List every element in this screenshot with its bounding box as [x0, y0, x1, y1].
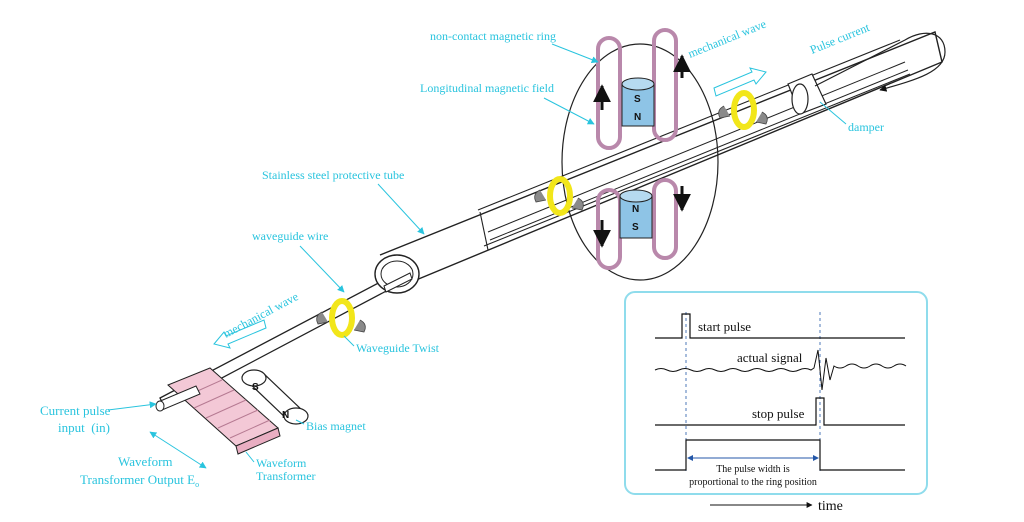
label-wf-transformer-2: Transformer [256, 469, 316, 483]
pole-label: N [282, 410, 289, 421]
inset-frame [624, 291, 928, 495]
stop-pulse-trace [655, 397, 905, 426]
label-waveguide-wire: waveguide wire [252, 229, 328, 243]
inset-width-line2: proportional to the ring position [689, 477, 817, 488]
bias-magnet: S N [241, 369, 309, 425]
twist-ring [329, 298, 355, 338]
inset-start-pulse: start pulse [698, 319, 751, 334]
ring-magnet-lower: N S [619, 189, 653, 239]
label-current-pulse-1: Current pulse [40, 403, 111, 418]
mechanical-wave-arrow-bottom [213, 319, 267, 349]
inset-stop-pulse: stop pulse [752, 406, 805, 421]
time-label: time [818, 499, 843, 514]
output-pulse-trace [655, 439, 905, 471]
actual-signal-trace [654, 349, 907, 391]
label-waveguide-twist: Waveguide Twist [356, 341, 440, 355]
label-longitudinal-field: Longitudinal magnetic field [420, 81, 554, 95]
pole-label: S [252, 382, 259, 393]
pole-label: N [634, 112, 641, 123]
inset-actual-signal: actual signal [737, 350, 803, 365]
magnetic-ring: S N N S [561, 28, 719, 281]
label-wf-output-2: Transformer Output Eo [80, 472, 199, 489]
label-non-contact-ring: non-contact magnetic ring [430, 29, 556, 43]
label-tube: Stainless steel protective tube [262, 168, 404, 182]
twist-ring [547, 176, 573, 216]
pole-label: S [634, 94, 641, 105]
pole-label: N [632, 204, 639, 215]
label-current-pulse-2: input (in) [58, 420, 110, 435]
label-bias-magnet: Bias magnet [306, 419, 366, 433]
pole-label: S [632, 222, 639, 233]
label-wf-output-1: Waveform [118, 454, 173, 469]
ring-magnet-upper: S N [621, 77, 655, 127]
label-wf-transformer-1: Waveform [256, 456, 307, 470]
damper [787, 73, 827, 115]
pulse-current-wire [814, 32, 946, 92]
label-pulse-current: Pulse current [808, 20, 872, 57]
twist-ring [731, 90, 757, 130]
signal-timing-inset: start pulse actual signal stop pulse The… [624, 291, 928, 495]
label-mechanical-wave-top: mechanical wave [686, 17, 768, 61]
label-damper: damper [848, 120, 884, 134]
mechanical-wave-arrow-top [713, 67, 767, 97]
start-pulse-trace [655, 313, 905, 339]
twist-rings [316, 90, 768, 338]
inset-width-line1: The pulse width is [716, 464, 790, 475]
